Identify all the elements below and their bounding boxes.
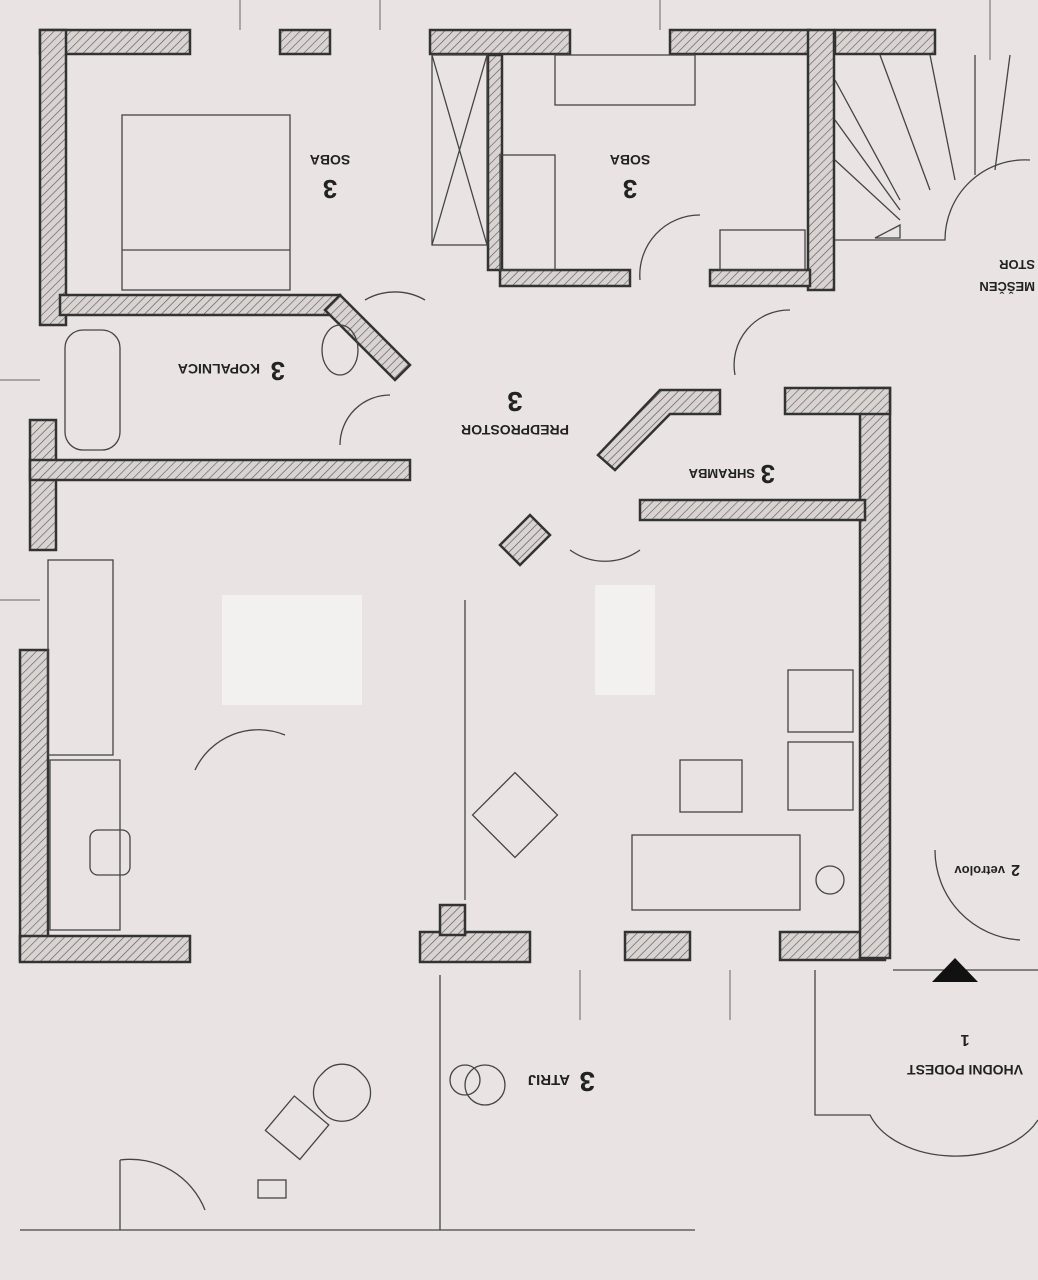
room-name: KOPALNICA: [178, 361, 260, 377]
bathtub: [64, 329, 121, 451]
room-number: 3: [271, 356, 285, 386]
room-name: ATRIJ: [528, 1071, 570, 1088]
room-name: SOBA: [310, 152, 350, 168]
room-labels: 3 SOBA 3 SOBA 3 KOPALNICA PREDPROSTOR 3 …: [178, 152, 1035, 1097]
bed: [121, 114, 291, 291]
room-name: SHRAMBA: [688, 466, 755, 481]
room-number: 3: [761, 459, 775, 489]
room-number: 3: [623, 174, 637, 204]
room-name: SOBA: [610, 152, 650, 168]
couch: [631, 834, 801, 911]
toilet: [321, 324, 359, 376]
partial-label-line: MEŠČEN: [979, 279, 1035, 294]
desk: [49, 759, 121, 931]
room-number: 2: [1011, 861, 1020, 878]
chair: [89, 829, 131, 876]
entrance-arrow-icon: [932, 958, 978, 982]
furniture: [47, 54, 1038, 1199]
room-name: PREDPROSTOR: [461, 422, 569, 438]
sofa: [47, 559, 114, 756]
room-number: 1: [960, 1031, 969, 1048]
staircase: [834, 54, 1031, 241]
room-number: 3: [579, 1066, 595, 1097]
armchair: [471, 771, 559, 859]
room-name: VHODNI PODEST: [907, 1062, 1023, 1078]
room-number: 3: [323, 174, 337, 204]
partial-label-line: STOR: [999, 257, 1035, 272]
walls: [18, 28, 937, 964]
doors: [20, 214, 1021, 1231]
room-name: vetrolov: [954, 863, 1005, 878]
room-number: 3: [507, 386, 523, 417]
grid-lines: [0, 0, 991, 1020]
